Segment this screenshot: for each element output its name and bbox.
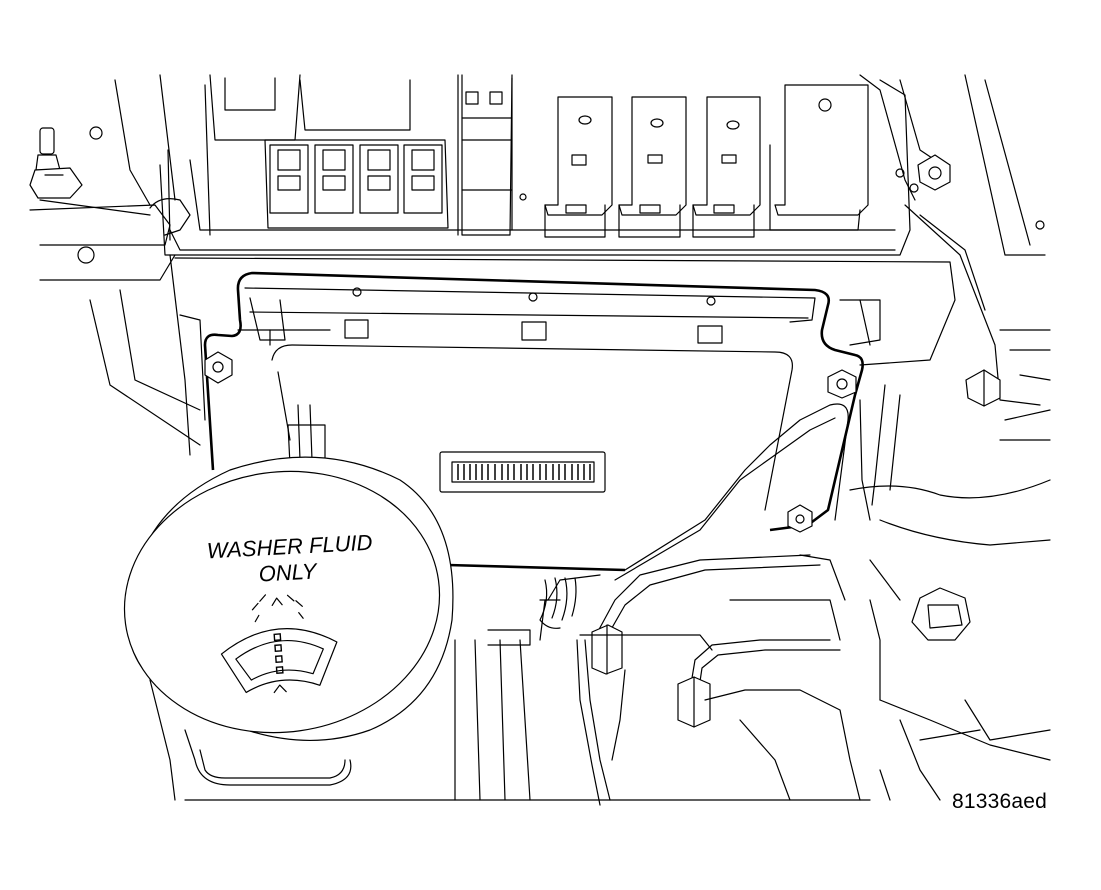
fuse-row xyxy=(269,144,443,214)
washer-fluid-cap: WASHER FLUID ONLY xyxy=(123,470,441,734)
stud-bolt-left xyxy=(29,127,83,199)
tube-fittings xyxy=(591,624,711,728)
windshield-washer-icon xyxy=(220,594,338,694)
bolt-right-mid xyxy=(965,369,1001,407)
bolt-right-upper xyxy=(917,154,951,191)
figure-reference-number: 81336aed xyxy=(952,790,1048,813)
module-bolt-left xyxy=(204,351,233,384)
cap-line-2: ONLY xyxy=(258,558,318,586)
brake-lines xyxy=(576,384,901,806)
module-bolt-right xyxy=(827,369,857,399)
controller-module xyxy=(203,271,864,572)
power-distribution-center xyxy=(159,74,911,256)
bolt-right-lower xyxy=(911,587,971,641)
module-bolt-lower xyxy=(787,504,813,533)
relay-row xyxy=(544,84,869,238)
module-barcode-label xyxy=(439,451,606,493)
background-structure xyxy=(39,74,1051,446)
